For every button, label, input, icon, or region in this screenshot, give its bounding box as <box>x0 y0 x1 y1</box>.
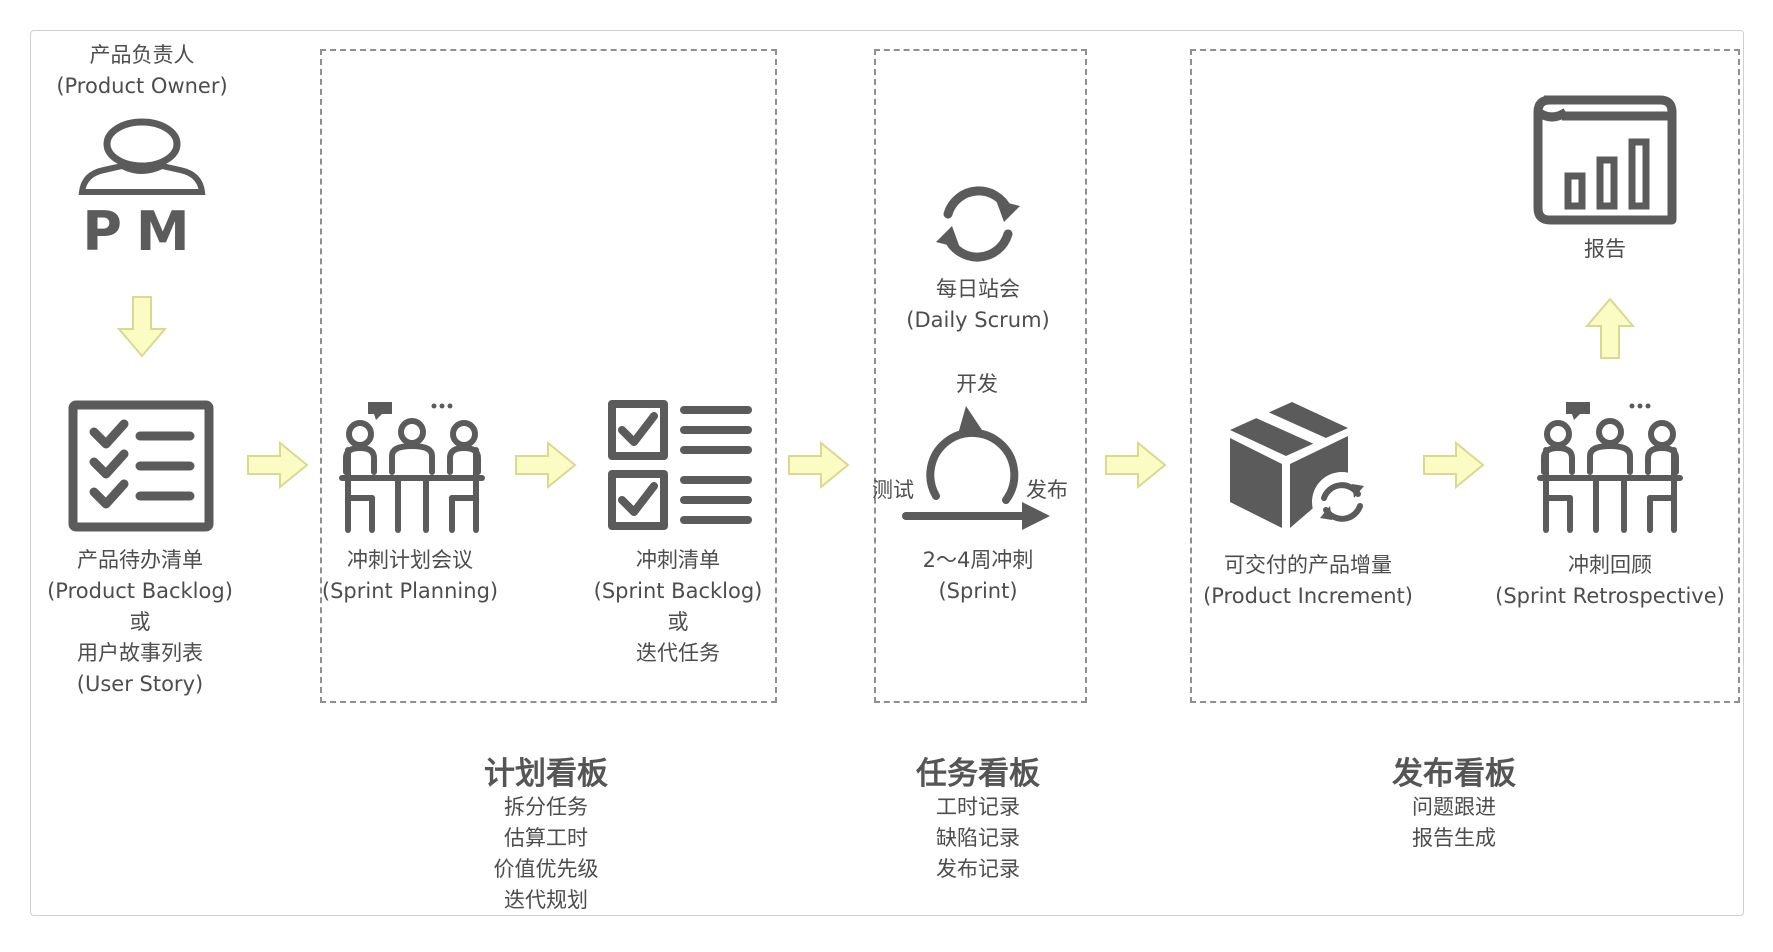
plan-board-item: 迭代规划 <box>504 888 588 912</box>
arrow-down-icon <box>116 296 168 358</box>
release-group-box <box>1190 49 1740 703</box>
sprint-backlog-line: 迭代任务 <box>635 641 720 665</box>
release-board-item: 报告生成 <box>1412 826 1496 850</box>
increment-line: 可交付的产品增量 <box>1223 553 1392 577</box>
planning-group-box <box>320 49 777 703</box>
release-board-title: 发布看板 <box>1392 756 1516 792</box>
sprint-cycle-icon <box>902 406 1050 530</box>
sprint-line: 2～4周冲刺 <box>922 548 1034 572</box>
daily-scrum-label: 每日站会 (Daily Scrum) <box>906 274 1049 336</box>
arrow-right-icon <box>247 440 309 490</box>
retro-line: 冲刺回顾 <box>1568 553 1652 577</box>
person-icon <box>78 118 206 195</box>
meeting-icon <box>339 402 485 533</box>
arrow-up-icon <box>1584 297 1636 359</box>
plan-board-title: 计划看板 <box>484 756 608 792</box>
sprint-label: 2～4周冲刺 (Sprint) <box>923 545 1034 607</box>
plan-board-item: 拆分任务 <box>504 795 588 819</box>
increment-line: (Product Increment) <box>1203 584 1413 608</box>
task-board-title: 任务看板 <box>916 756 1040 792</box>
daily-scrum-line: 每日站会 <box>935 277 1020 301</box>
backlog-line: 用户故事列表 <box>76 641 203 665</box>
plan-board-item: 估算工时 <box>504 826 588 850</box>
product-owner-subtitle: (Product Owner) <box>56 74 228 98</box>
task-board-item: 缺陷记录 <box>936 826 1020 850</box>
task-group-box <box>874 49 1087 703</box>
report-label: 报告 <box>1584 237 1626 261</box>
report-chart-icon <box>1533 95 1677 225</box>
backlog-line: (User Story) <box>76 672 204 696</box>
backlog-line: 或 <box>129 610 151 634</box>
retrospective-meeting-icon <box>1537 402 1683 533</box>
box-refresh-icon <box>1230 402 1372 532</box>
diagram-frame <box>30 30 1744 916</box>
task-board-item: 工时记录 <box>936 795 1020 819</box>
product-increment-label: 可交付的产品增量 (Product Increment) <box>1203 550 1413 612</box>
release-board-items: 问题跟进 报告生成 <box>1412 792 1496 854</box>
product-owner-label: 产品负责人 (Product Owner) <box>56 40 227 102</box>
sprint-develop-label: 开发 <box>956 372 998 396</box>
plan-board-item: 价值优先级 <box>493 857 599 881</box>
sprint-backlog-label: 冲刺清单 (Sprint Backlog) 或 迭代任务 <box>594 545 763 669</box>
backlog-line: (Product Backlog) <box>47 579 233 603</box>
arrow-right-icon <box>515 440 577 490</box>
sprint-test-label: 测试 <box>872 478 914 502</box>
task-list-icon <box>608 400 752 530</box>
daily-scrum-line: (Daily Scrum) <box>906 308 1050 332</box>
sprint-backlog-line: 或 <box>667 610 689 634</box>
sprint-backlog-line: (Sprint Backlog) <box>593 579 763 603</box>
sprint-retrospective-label: 冲刺回顾 (Sprint Retrospective) <box>1495 550 1725 612</box>
checklist-icon <box>68 400 214 532</box>
task-board-item: 发布记录 <box>936 857 1020 881</box>
planning-line: 冲刺计划会议 <box>346 548 473 572</box>
product-backlog-label: 产品待办清单 (Product Backlog) 或 用户故事列表 (User … <box>47 545 233 700</box>
release-board-item: 问题跟进 <box>1412 795 1496 819</box>
refresh-cycle-icon <box>936 186 1020 262</box>
sprint-planning-label: 冲刺计划会议 (Sprint Planning) <box>322 545 498 607</box>
sprint-release-label: 发布 <box>1026 478 1068 502</box>
arrow-right-icon <box>1105 440 1167 490</box>
arrow-right-icon <box>1423 440 1485 490</box>
sprint-line: (Sprint) <box>938 579 1018 603</box>
planning-line: (Sprint Planning) <box>321 579 499 603</box>
plan-board-items: 拆分任务 估算工时 价值优先级 迭代规划 <box>494 792 599 916</box>
pm-badge: PM <box>82 200 204 263</box>
retro-line: (Sprint Retrospective) <box>1495 584 1725 608</box>
task-board-items: 工时记录 缺陷记录 发布记录 <box>936 792 1020 885</box>
backlog-line: 产品待办清单 <box>76 548 203 572</box>
sprint-backlog-line: 冲刺清单 <box>635 548 720 572</box>
arrow-right-icon <box>788 440 850 490</box>
product-owner-title: 产品负责人 <box>89 43 195 67</box>
